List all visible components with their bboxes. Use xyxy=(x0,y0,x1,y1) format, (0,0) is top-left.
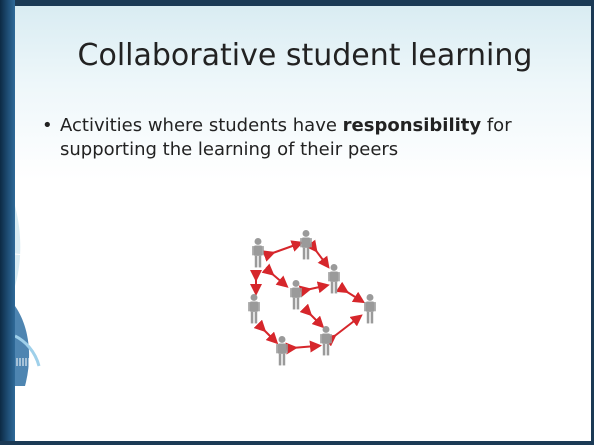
person-icon xyxy=(290,280,302,310)
person-icon xyxy=(276,336,288,366)
bullet-text-suffix: for supporting the learning of their pee… xyxy=(60,115,512,160)
slide-frame-top xyxy=(0,0,594,6)
person-icon xyxy=(248,294,260,324)
bullet-item: • Activities where students have respons… xyxy=(42,114,580,162)
slide-frame-bottom xyxy=(0,441,594,445)
person-icon xyxy=(252,238,264,268)
bullet-text-emphasis: responsibility xyxy=(342,115,482,136)
slide-frame-left xyxy=(0,0,15,445)
person-icon xyxy=(300,230,312,260)
connection-arrows xyxy=(250,239,366,355)
bullet-text-prefix: Activities where students have xyxy=(60,115,343,136)
person-icon xyxy=(328,264,340,294)
left-decoration xyxy=(15,206,41,386)
slide-title: Collaborative student learning xyxy=(77,38,533,73)
peer-network-diagram xyxy=(248,230,376,366)
bullet-point-icon: • xyxy=(42,115,53,136)
person-icon xyxy=(320,326,332,356)
slide-frame-right xyxy=(591,0,594,445)
person-icon xyxy=(364,294,376,324)
slide-content-area xyxy=(15,6,591,441)
